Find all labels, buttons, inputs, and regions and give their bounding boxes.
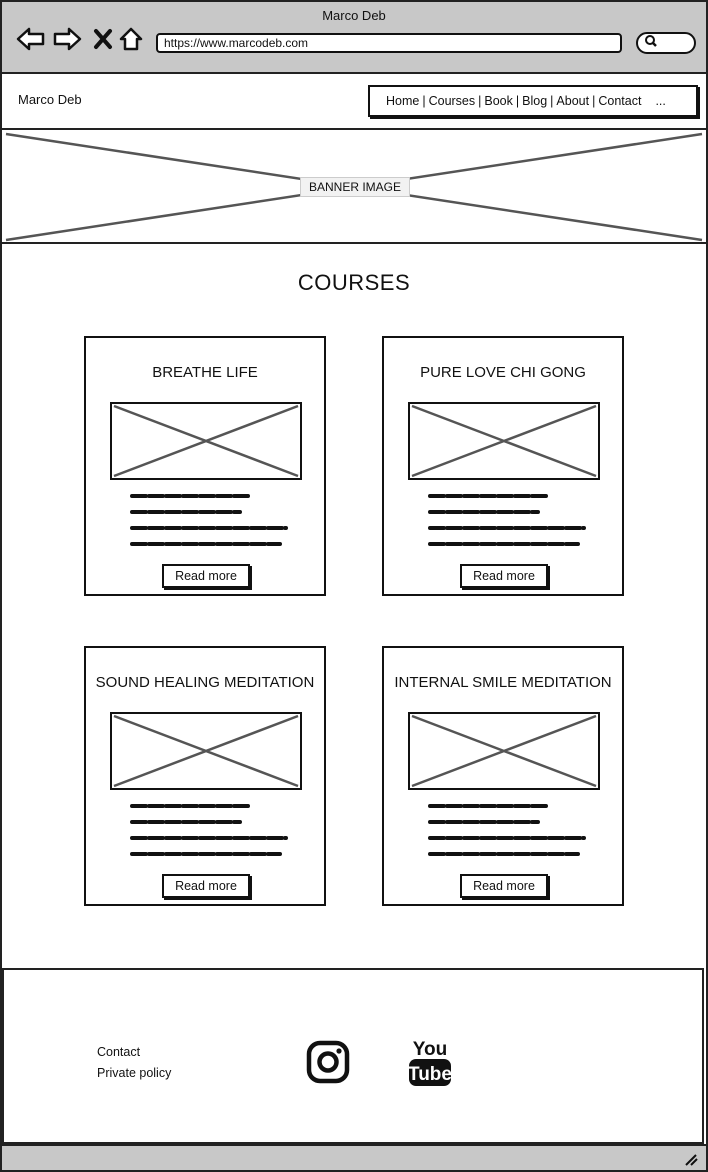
site-footer: Contact Private policy You Tube: [2, 968, 704, 1144]
youtube-icon[interactable]: You Tube: [408, 1038, 452, 1093]
read-more-button[interactable]: Read more: [162, 564, 250, 588]
read-more-button[interactable]: Read more: [162, 874, 250, 898]
forward-icon[interactable]: [52, 24, 82, 54]
course-description-placeholder: [428, 804, 586, 856]
nav-separator: |: [515, 94, 520, 108]
course-image: [408, 712, 600, 790]
back-icon[interactable]: [16, 24, 46, 54]
course-card: BREATHE LIFE Read more: [84, 336, 326, 596]
browser-toolbar: Marco Deb https://www.marcodeb.com: [0, 0, 708, 74]
course-description-placeholder: [428, 494, 586, 546]
course-image: [408, 402, 600, 480]
youtube-wordmark-bottom: Tube: [408, 1064, 452, 1085]
banner-image: BANNER IMAGE: [2, 130, 706, 244]
page-title: COURSES: [297, 270, 411, 295]
course-image: [110, 402, 302, 480]
course-description-placeholder: [130, 494, 288, 546]
instagram-icon[interactable]: [306, 1040, 350, 1089]
course-title: SOUND HEALING MEDITATION: [95, 674, 315, 691]
nav-home[interactable]: Home: [386, 94, 420, 108]
search-icon: [644, 34, 658, 53]
course-title: PURE LOVE CHI GONG: [420, 364, 586, 381]
nav-about[interactable]: About: [556, 94, 590, 108]
footer-links: Contact Private policy: [97, 1042, 171, 1084]
url-field[interactable]: https://www.marcodeb.com: [156, 33, 622, 53]
course-image: [110, 712, 302, 790]
course-title: BREATHE LIFE: [152, 364, 258, 381]
nav-book[interactable]: Book: [484, 94, 513, 108]
nav-separator: |: [422, 94, 426, 108]
status-bar: [0, 1144, 708, 1172]
banner-label: BANNER IMAGE: [300, 177, 410, 197]
close-icon[interactable]: [88, 24, 118, 54]
footer-link-privacy[interactable]: Private policy: [97, 1066, 172, 1080]
course-card: PURE LOVE CHI GONG Read more: [382, 336, 624, 596]
read-more-button[interactable]: Read more: [460, 564, 548, 588]
nav-separator: |: [592, 94, 596, 108]
course-card: SOUND HEALING MEDITATION Read more: [84, 646, 326, 906]
course-title: INTERNAL SMILE MEDITATION: [394, 674, 612, 691]
nav-courses[interactable]: Courses: [428, 94, 476, 108]
nav-more[interactable]: ...: [655, 94, 666, 108]
nav-blog[interactable]: Blog: [522, 94, 548, 108]
youtube-wordmark-top: You: [413, 1039, 447, 1060]
window-title: Marco Deb: [322, 8, 386, 23]
course-description-placeholder: [130, 804, 288, 856]
resize-handle-icon[interactable]: [682, 1152, 698, 1166]
footer-link-contact[interactable]: Contact: [97, 1045, 141, 1059]
main-nav: Home | Courses | Book | Blog | About | C…: [368, 85, 698, 117]
nav-separator: |: [550, 94, 554, 108]
nav-separator: |: [478, 94, 482, 108]
home-icon[interactable]: [116, 24, 146, 54]
site-brand[interactable]: Marco Deb: [18, 92, 82, 107]
read-more-button[interactable]: Read more: [460, 874, 548, 898]
nav-contact[interactable]: Contact: [598, 94, 642, 108]
course-card: INTERNAL SMILE MEDITATION Read more: [382, 646, 624, 906]
site-header: Marco Deb Home | Courses | Book | Blog |…: [2, 74, 706, 130]
browser-search[interactable]: [636, 32, 696, 54]
